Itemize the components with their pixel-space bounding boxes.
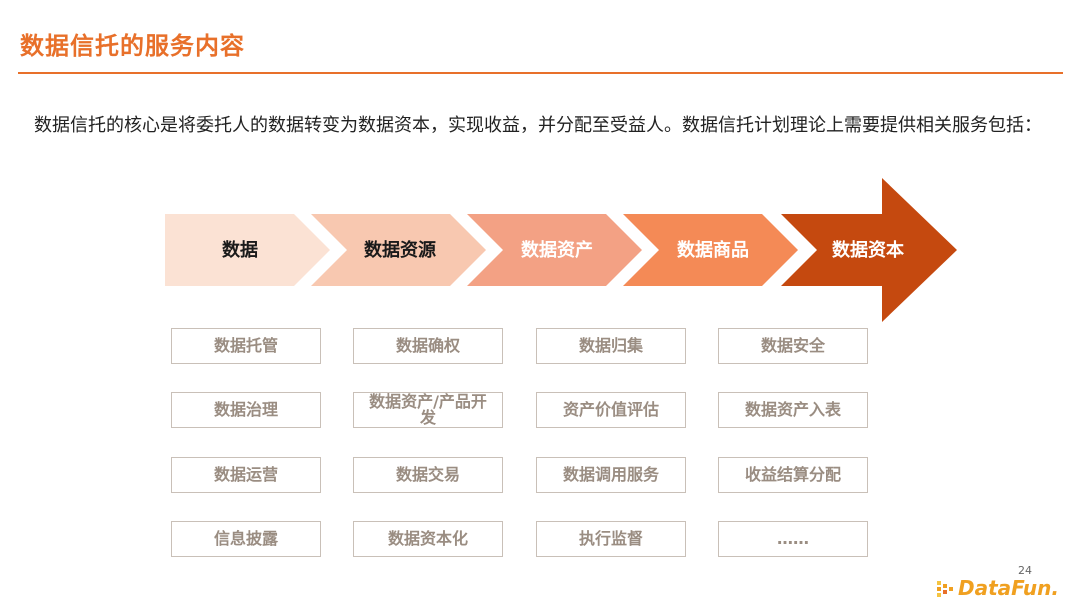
service-box: 数据运营 [171,457,321,493]
title-divider [18,72,1063,74]
flow-stage-shape-3 [467,214,642,286]
service-box: 数据治理 [171,392,321,428]
datafun-logo-icon [937,581,953,597]
service-label: 信息披露 [213,529,278,548]
flow-stage-shape-2 [311,214,486,286]
service-label: 数据资产/产品开发 [369,392,487,427]
service-label: 数据治理 [213,400,278,419]
service-box: 数据交易 [353,457,503,493]
intro-paragraph: 数据信托的核心是将委托人的数据转变为数据资本，实现收益，并分配至受益人。数据信托… [34,115,1042,136]
page-number: 24 [1018,564,1032,577]
service-label: 数据托管 [213,336,278,355]
flow-stage-shape-5 [781,178,957,322]
service-box: 收益结算分配 [718,457,868,493]
service-label: 资产价值评估 [562,400,659,419]
service-label: 数据资产入表 [744,400,841,419]
service-label: 数据交易 [395,465,460,484]
datafun-logo-text: DataFun. [958,576,1059,600]
page-title: 数据信托的服务内容 [20,32,245,60]
service-label: 数据确权 [395,336,460,355]
service-box: 数据安全 [718,328,868,364]
flow-stage-label-5: 数据资本 [832,240,904,261]
flow-stage-label-1: 数据 [222,240,258,261]
flow-stage-label-2: 数据资源 [364,240,436,261]
service-box: 数据调用服务 [536,457,686,493]
flow-stage-shape-1 [165,214,330,286]
service-box: 数据资产入表 [718,392,868,428]
service-label: 数据资本化 [387,529,468,548]
service-box: 执行监督 [536,521,686,557]
service-label: 数据调用服务 [562,465,659,484]
service-box: 信息披露 [171,521,321,557]
service-box: 数据归集 [536,328,686,364]
service-box: 资产价值评估 [536,392,686,428]
flow-stage-label-3: 数据资产 [521,240,593,261]
service-box: 数据托管 [171,328,321,364]
flow-stage-shape-4 [623,214,798,286]
service-box: …… [718,521,868,557]
service-label: 数据运营 [213,465,278,484]
datafun-logo: DataFun. [936,575,1059,601]
service-label: …… [777,529,809,548]
service-box: 数据资产/产品开发 [353,392,503,428]
service-label: 数据归集 [578,336,643,355]
service-label: 执行监督 [578,529,643,548]
service-label: 收益结算分配 [744,465,841,484]
flow-stage-label-4: 数据商品 [677,240,749,261]
service-box: 数据资本化 [353,521,503,557]
service-label: 数据安全 [760,336,825,355]
service-box: 数据确权 [353,328,503,364]
